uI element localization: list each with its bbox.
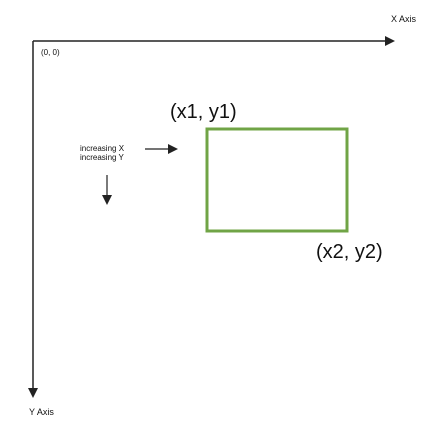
top-left-corner-label: (x1, y1) (170, 101, 237, 123)
increasing-x-label: increasing X (80, 144, 125, 153)
bounding-rectangle (205, 127, 349, 233)
origin-label: (0, 0) (41, 48, 60, 57)
increasing-y-label: increasing Y (80, 153, 124, 162)
y-axis-label: Y Axis (29, 407, 54, 417)
x-axis-label: X Axis (391, 14, 417, 24)
bottom-right-corner-label: (x2, y2) (316, 241, 383, 263)
